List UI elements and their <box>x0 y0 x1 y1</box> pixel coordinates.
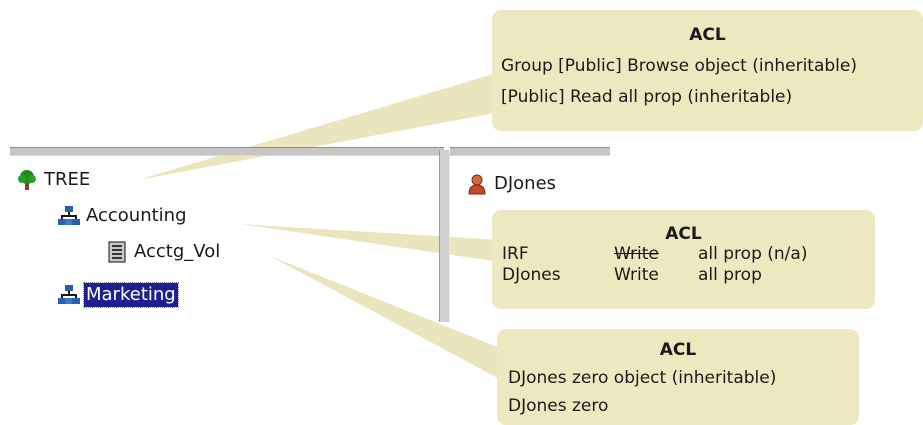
tree-acl-callout: ACL Group [Public] Browse object (inheri… <box>492 10 923 131</box>
user-icon <box>466 173 488 195</box>
user-label: DJones <box>494 173 557 194</box>
tree-root-node[interactable]: TREE <box>16 168 92 192</box>
acl-row: IRF Write all prop (n/a) <box>502 244 807 265</box>
acl-trustee: IRF <box>502 244 529 264</box>
organization-icon <box>58 205 80 227</box>
tree-pane-header <box>10 147 444 156</box>
tree-icon <box>16 169 38 191</box>
detail-pane-header <box>450 147 610 156</box>
tree-item-acctg-vol[interactable]: Acctg_Vol <box>106 240 222 264</box>
tree-root-label: TREE <box>44 169 91 190</box>
tree-item-marketing[interactable]: Marketing <box>58 282 179 308</box>
callout-title: ACL <box>659 340 697 360</box>
volume-icon <box>106 241 128 263</box>
acl-entry: DJones zero <box>508 396 609 416</box>
tree-item-label: Acctg_Vol <box>134 241 221 262</box>
accounting-acl-pointer <box>240 224 500 262</box>
acl-entry: [Public] Read all prop (inheritable) <box>501 87 793 107</box>
acl-entry: Group [Public] Browse object (inheritabl… <box>501 56 857 76</box>
callout-title: ACL <box>689 25 726 45</box>
acl-table: IRF Write all prop (n/a) DJones Write al… <box>502 244 807 286</box>
accounting-acl-callout: ACL IRF Write all prop (n/a) DJones Writ… <box>492 210 875 309</box>
tree-item-accounting[interactable]: Accounting <box>58 204 189 228</box>
acl-right: Write <box>614 244 659 264</box>
pane-splitter[interactable] <box>439 150 450 322</box>
user-djones[interactable]: DJones <box>466 172 558 196</box>
acl-scope: all prop (n/a) <box>698 244 808 264</box>
tree-item-label: Marketing <box>83 282 179 308</box>
acl-right: Write <box>614 265 659 285</box>
acl-trustee: DJones <box>502 265 561 285</box>
acl-scope: all prop <box>698 265 762 285</box>
organization-icon <box>58 284 80 306</box>
callout-title: ACL <box>665 224 702 244</box>
volume-acl-callout: ACL DJones zero object (inheritable) DJo… <box>497 329 859 425</box>
acl-row: DJones Write all prop <box>502 265 807 286</box>
acl-entry: DJones zero object (inheritable) <box>508 368 777 388</box>
tree-item-label: Accounting <box>86 205 187 226</box>
volume-acl-pointer <box>270 256 505 382</box>
